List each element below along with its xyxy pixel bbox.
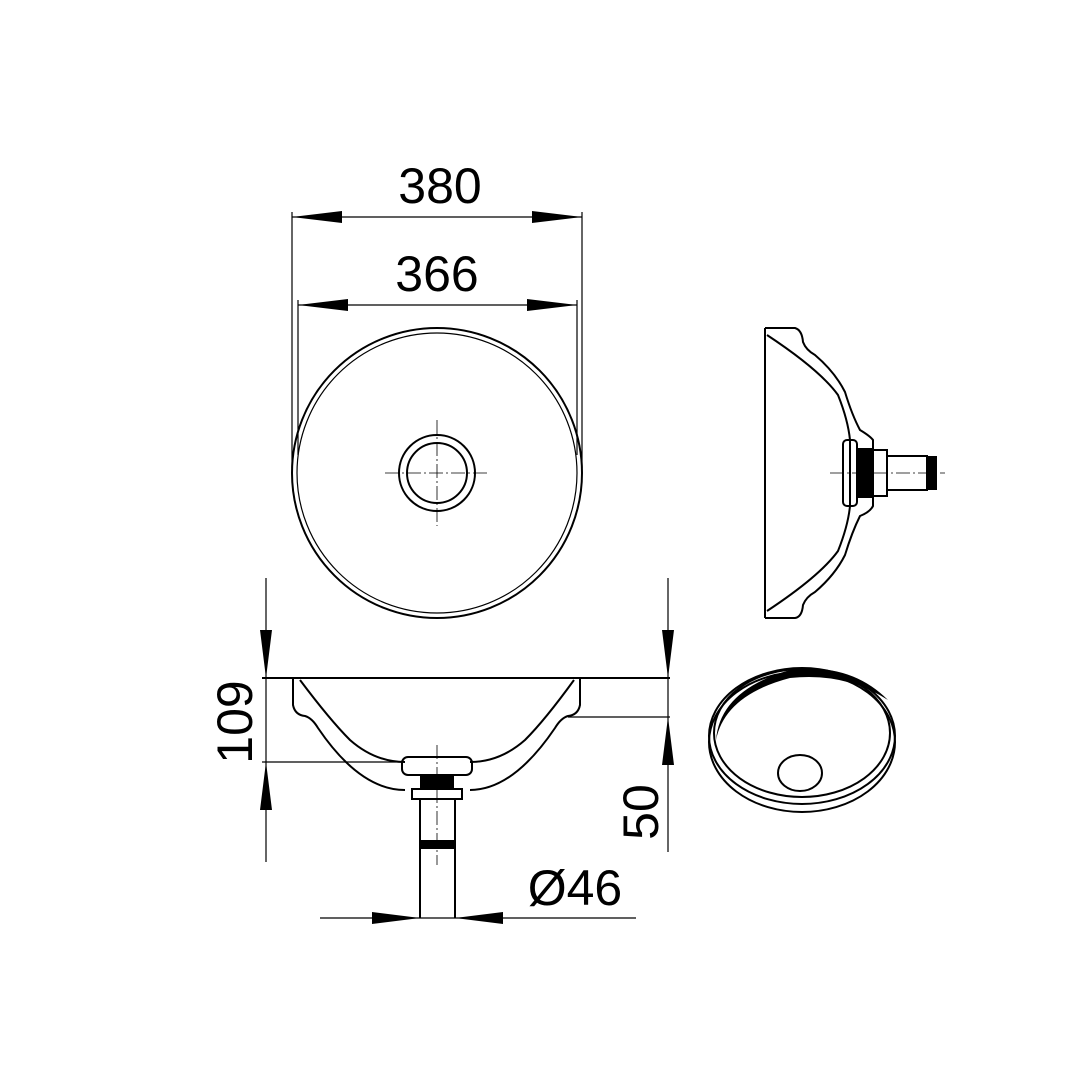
pipe-band <box>420 840 455 849</box>
arrow-up <box>662 717 674 765</box>
dimension-109: 109 <box>207 578 402 862</box>
front-section-view <box>262 677 670 918</box>
dimension-46: Ø46 <box>320 860 636 924</box>
drain-ring <box>777 754 823 792</box>
outer-profile-right <box>469 678 581 791</box>
dimension-label-366: 366 <box>395 246 478 302</box>
arrow-left <box>292 211 342 223</box>
arrow-left <box>298 299 348 311</box>
arrow-down <box>260 630 272 678</box>
dimension-366: 366 <box>297 246 578 455</box>
inner-profile-left <box>299 679 406 763</box>
dimension-50: 50 <box>568 578 674 852</box>
basin-inner-rim <box>296 332 578 614</box>
arrow-right <box>372 912 420 924</box>
dimension-380: 380 <box>291 158 583 468</box>
side-view <box>764 327 945 619</box>
inner-profile <box>766 334 851 612</box>
dimension-label-diameter: Ø46 <box>528 860 623 916</box>
inner-profile-right <box>469 679 575 763</box>
dimension-label-109: 109 <box>207 680 263 763</box>
arrow-right <box>527 299 577 311</box>
arrow-up <box>260 762 272 810</box>
basin-outer-rim <box>291 327 583 619</box>
perspective-view <box>708 667 896 813</box>
arrow-down <box>662 630 674 678</box>
dimension-label-380: 380 <box>398 158 481 214</box>
rim-shadow <box>716 668 888 740</box>
drain-body <box>420 775 454 789</box>
dimension-label-50: 50 <box>613 784 669 840</box>
outer-profile-left <box>292 678 406 791</box>
arrow-left <box>455 912 503 924</box>
top-view <box>291 327 583 619</box>
inner-rim <box>713 668 891 798</box>
arrow-right <box>532 211 582 223</box>
